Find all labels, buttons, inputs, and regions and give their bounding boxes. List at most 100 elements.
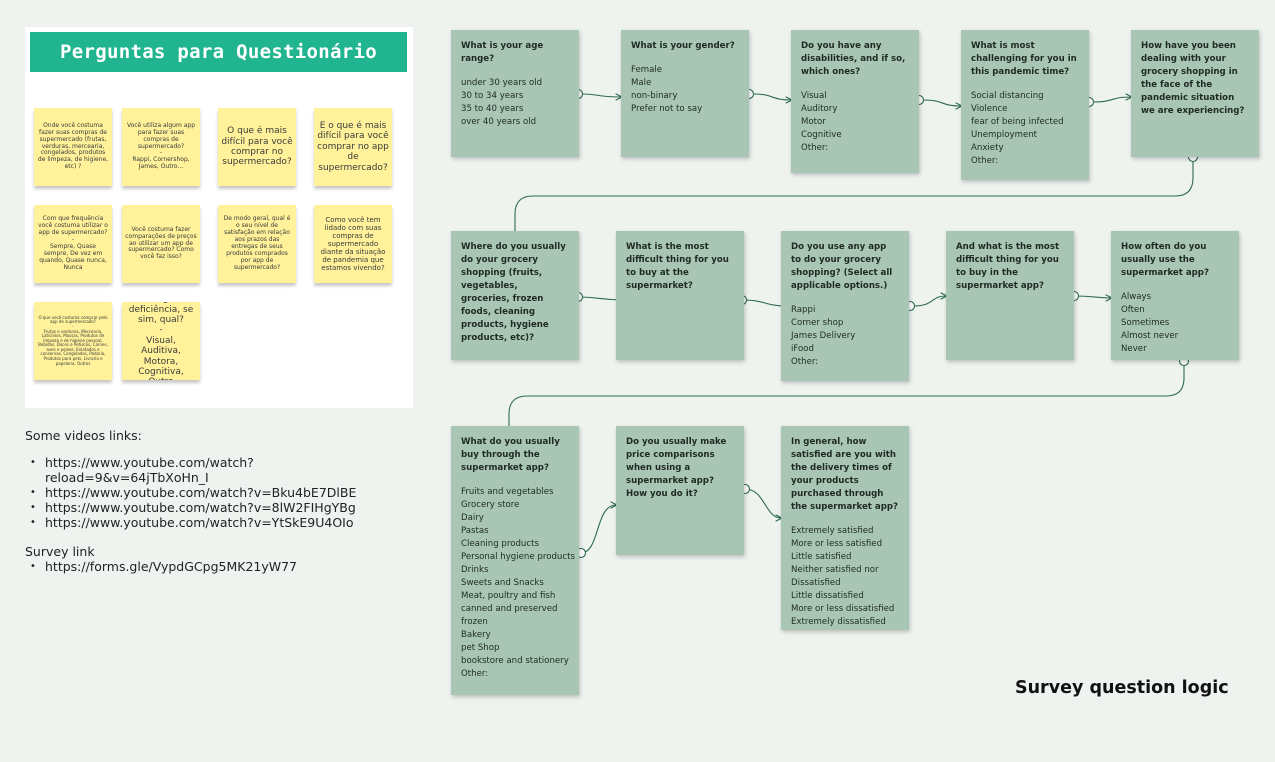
sticky-note-board: Perguntas para Questionário Onde você co…: [25, 27, 413, 408]
option-item: Extremely satisfied: [791, 526, 874, 536]
survey-link[interactable]: https://forms.gle/VypdGCpg5MK21yW77: [30, 559, 425, 574]
option-item: Fruits and vegetables: [461, 487, 554, 497]
option-item: Grocery store: [461, 500, 520, 510]
options-list: under 30 years old 30 to 34 years 35 to …: [461, 77, 569, 129]
option-item: Anxiety: [971, 143, 1004, 153]
option-item: More or less satisfied: [791, 539, 883, 549]
option-item: Social distancing: [971, 91, 1044, 101]
question-card: What is most challenging for you in this…: [961, 30, 1089, 180]
option-item: Sweets and Snacks: [461, 578, 544, 588]
option-item: under 30 years old: [461, 78, 543, 88]
option-item: Extremely dissatisfied: [791, 617, 886, 627]
options-list: Female Male non-binary Prefer not to say: [631, 64, 739, 116]
connector-11-12: [580, 505, 616, 554]
question-text: How have you been dealing with your groc…: [1141, 41, 1245, 116]
connector-1-2: [582, 93, 621, 97]
options-list: Social distancing Violence fear of being…: [971, 90, 1079, 168]
option-item: Auditory: [801, 104, 838, 114]
question-text: Do you usually make price comparisons wh…: [626, 437, 727, 499]
connector-3-4: [922, 99, 961, 106]
option-item: Rappi: [791, 305, 816, 315]
sticky-note: Como você tem lidado com suas compras de…: [314, 205, 392, 283]
option-item: iFood: [791, 344, 814, 354]
sticky-note: E o que é mais difícil para você comprar…: [314, 108, 392, 186]
option-item: Personal hygiene products: [461, 552, 575, 562]
option-item: Little satisfied: [791, 552, 852, 562]
question-card: In general, how satisfied are you with t…: [781, 426, 909, 630]
links-section: Some videos links: https://www.youtube.c…: [25, 428, 425, 574]
option-item: Other:: [971, 156, 999, 166]
option-item: Unemployment: [971, 130, 1038, 140]
connector-8-9: [912, 296, 946, 307]
option-item: Corner shop: [791, 318, 844, 328]
option-item: Meat, poultry and fish: [461, 591, 556, 601]
sticky-note: Com que frequência você costuma utilizar…: [34, 205, 112, 283]
video-link[interactable]: https://www.youtube.com/watch? reload=9&…: [30, 455, 425, 485]
survey-links-list: https://forms.gle/VypdGCpg5MK21yW77: [25, 559, 425, 574]
option-item: Male: [631, 78, 652, 88]
question-text: What is the most difficult thing for you…: [626, 242, 729, 291]
option-item: Always: [1121, 292, 1152, 302]
sticky-note: Onde você costuma fazer suas compras de …: [34, 108, 112, 186]
board-title: Perguntas para Questionário: [30, 32, 407, 72]
question-card: What is your gender? Female Male non-bin…: [621, 30, 749, 157]
option-item: Sometimes: [1121, 318, 1170, 328]
option-item: Female: [631, 65, 663, 75]
options-list: Extremely satisfied More or less satisfi…: [791, 525, 899, 629]
option-item: Never: [1121, 344, 1147, 354]
question-text: What is your gender?: [631, 41, 735, 51]
option-item: Violence: [971, 104, 1008, 114]
sticky-note: De modo geral, qual é o seu nível de sat…: [218, 205, 296, 283]
options-list: Always Often Sometimes Almost never Neve…: [1121, 291, 1229, 356]
question-card: Do you usually make price comparisons wh…: [616, 426, 744, 555]
sticky-note: O que é mais difícil para você comprar n…: [218, 108, 296, 186]
option-item: Almost never: [1121, 331, 1179, 341]
connector-12-13: [744, 488, 781, 518]
question-card: How have you been dealing with your groc…: [1131, 30, 1259, 157]
question-text: How often do you usually use the superma…: [1121, 242, 1209, 278]
question-text: In general, how satisfied are you with t…: [791, 437, 898, 512]
question-text: What is most challenging for you in this…: [971, 41, 1077, 77]
survey-heading: Survey link: [25, 544, 95, 559]
option-item: Drinks: [461, 565, 489, 575]
question-card: Where do you usually do your grocery sho…: [451, 231, 579, 360]
option-item: Motor: [801, 117, 826, 127]
options-list: Visual Auditory Motor Cognitive Other:: [801, 90, 909, 155]
question-text: And what is the most difficult thing for…: [956, 242, 1060, 291]
options-list: Fruits and vegetables Grocery store Dair…: [461, 486, 575, 681]
video-link[interactable]: https://www.youtube.com/watch?v=YtSkE9U4…: [30, 515, 425, 530]
option-item: canned and preserved: [461, 604, 558, 614]
option-item: More or less dissatisfied: [791, 604, 895, 614]
video-links-list: https://www.youtube.com/watch? reload=9&…: [25, 455, 425, 530]
sticky-note: Você costuma fazer comparações de preços…: [122, 205, 200, 283]
question-card: What is the most difficult thing for you…: [616, 231, 744, 360]
options-list: Rappi Corner shop James Delivery iFood O…: [791, 304, 899, 369]
connector-9-10: [1073, 296, 1111, 298]
option-item: fear of being infected: [971, 117, 1064, 127]
option-item: Bakery: [461, 630, 491, 640]
question-card: Do you use any app to do your grocery sh…: [781, 231, 909, 381]
question-card: And what is the most difficult thing for…: [946, 231, 1074, 360]
question-card: How often do you usually use the superma…: [1111, 231, 1239, 360]
option-item: Little dissatisfied: [791, 591, 864, 601]
option-item: frozen: [461, 617, 488, 627]
question-card: Do you have any disabilities, and if so,…: [791, 30, 919, 173]
connector-4-5: [1092, 97, 1131, 103]
option-item: Often: [1121, 305, 1145, 315]
question-text: Where do you usually do your grocery sho…: [461, 242, 566, 343]
option-item: Dissatisfied: [791, 578, 841, 588]
option-item: non-binary: [631, 91, 678, 101]
video-link[interactable]: https://www.youtube.com/watch?v=8lW2FIHg…: [30, 500, 425, 515]
question-text: What do you usually buy through the supe…: [461, 437, 560, 473]
video-link[interactable]: https://www.youtube.com/watch?v=Bku4bE7D…: [30, 485, 425, 500]
question-card: What do you usually buy through the supe…: [451, 426, 579, 695]
option-item: Pastas: [461, 526, 489, 536]
sticky-note: O que você costuma comprar pelo app de s…: [34, 302, 112, 380]
option-item: Prefer not to say: [631, 104, 703, 114]
sticky-note: Você utiliza algum app para fazer suas c…: [122, 108, 200, 186]
option-item: over 40 years old: [461, 117, 537, 127]
option-item: Cognitive: [801, 130, 842, 140]
question-card: What is your age range? under 30 years o…: [451, 30, 579, 157]
option-item: Cleaning products: [461, 539, 539, 549]
